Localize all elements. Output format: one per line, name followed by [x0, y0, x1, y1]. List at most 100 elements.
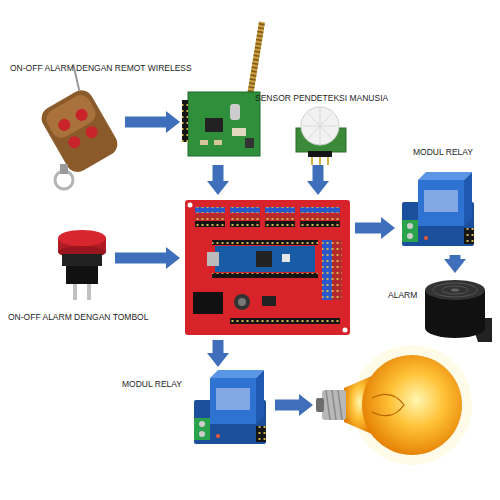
- remote-illustration: [37, 86, 121, 176]
- arduino-shield-illustration: [188, 203, 193, 208]
- pir-sensor-illustration: [311, 157, 313, 165]
- flow-arrow: [355, 223, 381, 234]
- pir-sensor-illustration: [303, 108, 337, 144]
- receiver-illustration: [205, 118, 223, 132]
- receiver-illustration: [250, 22, 262, 96]
- remote-illustration: [56, 117, 72, 133]
- arduino-shield-illustration: [300, 221, 340, 227]
- receiver-illustration: [182, 100, 188, 142]
- lamp-illustration: [362, 355, 462, 455]
- component-label: MODUL RELAY: [413, 148, 493, 158]
- component-label: MODUL RELAY: [122, 380, 202, 390]
- arduino-shield-illustration: [332, 240, 342, 300]
- remote-illustration: [83, 124, 99, 140]
- arduino-shield-illustration: [230, 221, 260, 227]
- arduino-shield-illustration: [238, 298, 246, 306]
- flow-arrow: [213, 165, 224, 181]
- push-button-illustration: [87, 284, 91, 300]
- pir-sensor-illustration: [308, 151, 332, 157]
- component-box: [185, 200, 350, 335]
- component-box: MODUL RELAY: [400, 172, 475, 250]
- lamp-illustration: [352, 345, 472, 465]
- arduino-shield-illustration: [230, 318, 340, 324]
- lamp-illustration: [372, 394, 404, 415]
- arduino-shield-illustration: [256, 251, 272, 267]
- component-box: ON-OFF ALARM DENGAN TOMBOL: [48, 225, 110, 300]
- relay-illustration: [402, 172, 474, 246]
- arduino-shield-illustration: [185, 200, 350, 335]
- push-button-illustration: [62, 254, 102, 266]
- receiver-illustration: [245, 138, 254, 148]
- arduino-shield-illustration: [322, 240, 332, 300]
- flow-arrow: [213, 340, 224, 353]
- arduino-shield-illustration: [195, 221, 225, 227]
- arduino-shield-illustration: [343, 328, 348, 333]
- arduino-shield-illustration: [234, 294, 250, 310]
- remote-illustration: [43, 91, 100, 141]
- remote-illustration: [25, 64, 122, 189]
- receiver-illustration: [214, 140, 222, 145]
- component-box: MODUL RELAY: [190, 372, 270, 440]
- remote-illustration: [60, 164, 68, 174]
- remote-illustration: [73, 107, 89, 123]
- arduino-shield-illustration: [262, 296, 276, 306]
- remote-illustration: [25, 64, 122, 176]
- push-button-illustration: [73, 284, 77, 300]
- receiver-illustration: [200, 140, 208, 145]
- siren-illustration: [451, 289, 459, 292]
- receiver-illustration: [182, 22, 262, 156]
- siren-illustration: [425, 280, 492, 342]
- relay-illustration: [194, 370, 266, 444]
- arduino-shield-illustration: [195, 214, 225, 220]
- siren-illustration: [442, 286, 468, 294]
- push-button-illustration: [58, 230, 106, 300]
- component-label: ALARM: [388, 291, 428, 301]
- lamp-illustration: [326, 390, 342, 420]
- arduino-shield-illustration: [212, 273, 318, 278]
- siren-illustration: [425, 318, 485, 338]
- component-label: ON-OFF ALARM DENGAN REMOT WIRELESS: [10, 64, 215, 74]
- component-box: ALARM: [420, 278, 490, 340]
- arduino-shield-illustration: [230, 214, 260, 220]
- arduino-shield-illustration: [265, 207, 295, 213]
- lamp-illustration: [316, 345, 472, 465]
- receiver-illustration: [232, 128, 246, 136]
- component-box: [318, 355, 468, 460]
- receiver-illustration: [230, 104, 240, 120]
- arduino-shield-illustration: [193, 292, 223, 314]
- flow-arrow: [313, 165, 324, 181]
- pir-sensor-illustration: [301, 107, 339, 145]
- flow-arrow: [125, 117, 166, 128]
- flow-arrow: [115, 253, 166, 264]
- arduino-shield-illustration: [282, 254, 290, 262]
- lamp-illustration: [316, 398, 324, 412]
- arduino-shield-illustration: [230, 207, 260, 213]
- arduino-shield-illustration: [212, 240, 318, 245]
- arduino-shield-illustration: [265, 221, 295, 227]
- arduino-shield-illustration: [300, 214, 340, 220]
- component-box: ON-OFF ALARM DENGAN REMOT WIRELESS: [40, 85, 120, 195]
- siren-illustration: [433, 283, 477, 297]
- receiver-illustration: [188, 92, 260, 156]
- component-box: SENSOR PENDETEKSI MANUSIA: [290, 112, 348, 160]
- remote-illustration: [66, 134, 82, 150]
- arduino-shield-illustration: [195, 207, 225, 213]
- component-label: ON-OFF ALARM DENGAN TOMBOL: [8, 313, 193, 323]
- component-box: [185, 80, 263, 160]
- pir-sensor-illustration: [327, 157, 329, 165]
- receiver-illustration: [250, 22, 262, 96]
- arduino-shield-illustration: [300, 207, 340, 213]
- arduino-shield-illustration: [207, 252, 219, 266]
- push-button-illustration: [66, 266, 98, 284]
- siren-illustration: [425, 280, 485, 300]
- pir-sensor-illustration: [296, 107, 346, 165]
- lamp-illustration: [322, 390, 346, 420]
- arduino-shield-illustration: [265, 214, 295, 220]
- flow-arrow: [450, 255, 461, 259]
- push-button-illustration: [58, 230, 106, 246]
- pir-sensor-illustration: [319, 157, 321, 165]
- flow-arrow: [275, 400, 299, 411]
